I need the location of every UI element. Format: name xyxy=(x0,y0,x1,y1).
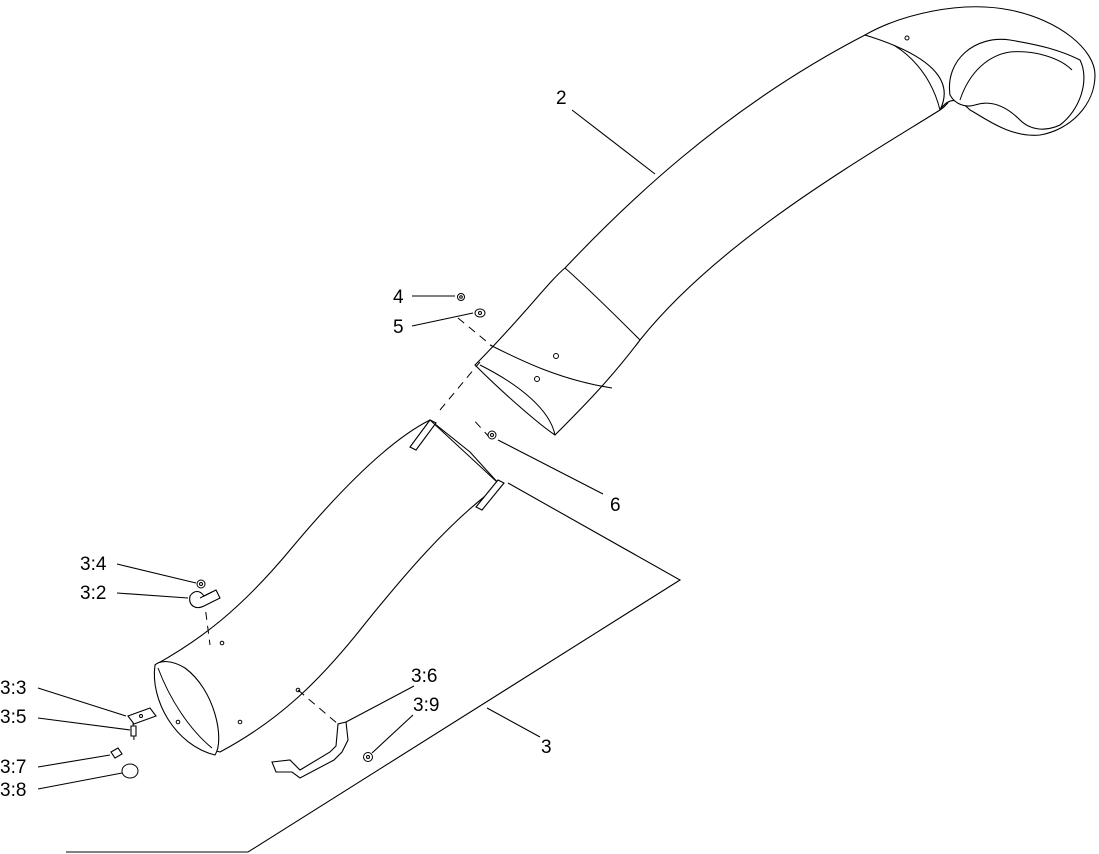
callout-4: 4 xyxy=(393,287,404,308)
mounting-hole xyxy=(219,640,225,646)
leader-lines xyxy=(37,109,682,853)
callout-3-7: 3:7 xyxy=(0,757,26,778)
mounting-hole xyxy=(237,719,243,725)
callout-3-6: 3:6 xyxy=(411,666,437,687)
callout-3-2: 3:2 xyxy=(80,583,106,604)
mounting-hole xyxy=(175,719,181,725)
washer-3-8 xyxy=(121,763,139,779)
callout-5: 5 xyxy=(393,317,404,338)
callout-3-4: 3:4 xyxy=(80,554,107,575)
bolt-3-7 xyxy=(110,747,123,759)
lower-discharge-chute xyxy=(153,419,505,756)
callout-3-8: 3:8 xyxy=(0,780,26,801)
mounting-hole xyxy=(534,376,540,382)
bracket-3-2 xyxy=(189,589,221,609)
callout-6: 6 xyxy=(610,495,621,516)
callout-3-9: 3:9 xyxy=(413,695,439,716)
handle-bracket-3-6 xyxy=(271,721,349,779)
callout-3-5: 3:5 xyxy=(0,707,26,728)
mounting-hole xyxy=(553,353,559,359)
mounting-hole xyxy=(904,35,910,41)
callout-3-3: 3:3 xyxy=(0,678,26,699)
callout-2: 2 xyxy=(556,88,567,109)
screw-3-5 xyxy=(130,725,137,737)
upper-discharge-chute xyxy=(474,6,1096,436)
hardware xyxy=(110,293,497,779)
callout-3: 3 xyxy=(541,737,552,758)
callout-labels: 2 4 5 6 3 3:4 3:2 3:3 3:5 3:7 3:8 3:6 3:… xyxy=(0,88,621,801)
